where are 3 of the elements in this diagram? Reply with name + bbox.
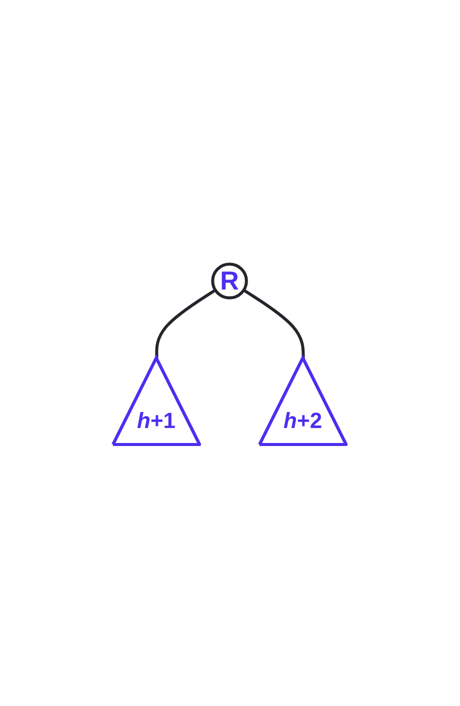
node-circle: R — [212, 262, 248, 300]
connector — [156, 288, 217, 358]
connector — [243, 288, 306, 358]
